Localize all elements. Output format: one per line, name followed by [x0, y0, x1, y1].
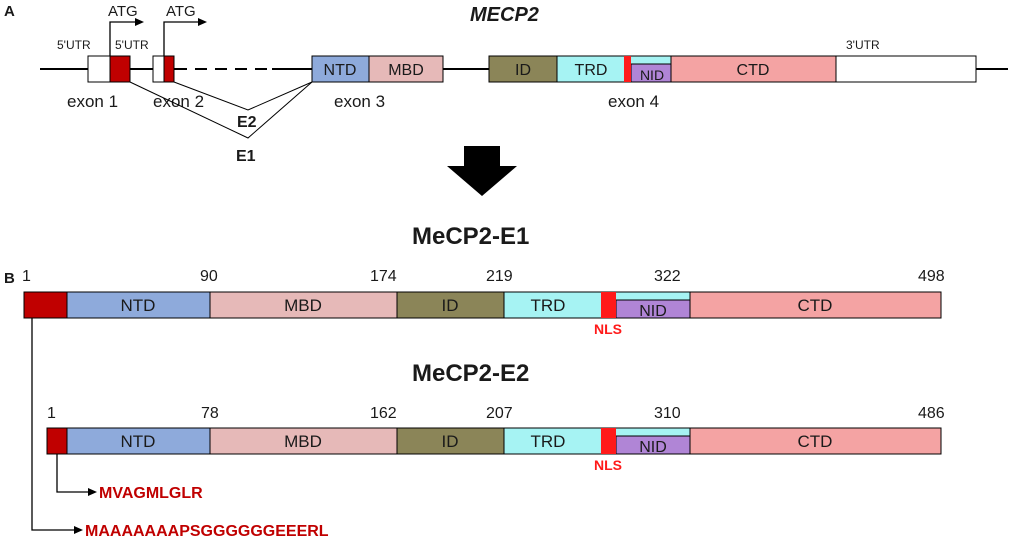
e2-sequence-connector	[56, 454, 88, 493]
e2-pos-207: 207	[486, 405, 513, 422]
e1-nterm-sequence: MAAAAAAAPSGGGGGGEEERL	[85, 523, 329, 540]
exon2-coding-box	[163, 55, 175, 83]
down-arrow-icon	[447, 146, 517, 196]
utr5-label-exon1: 5'UTR	[57, 38, 91, 52]
e1-pos-90: 90	[200, 268, 218, 285]
e1-trd-label: TRD	[531, 296, 566, 315]
e2-nterm-sequence: MVAGMLGLR	[99, 485, 203, 502]
atg-label-1: ATG	[108, 3, 138, 20]
splice-e2-line	[173, 81, 313, 111]
e2-id-label: ID	[442, 432, 459, 451]
e1-pos-174: 174	[370, 268, 397, 285]
e2-nls-label: NLS	[594, 457, 622, 473]
exon3-mbd-box	[368, 55, 444, 83]
e1-sequence-arrow-icon	[74, 526, 83, 534]
e2-ctd-label: CTD	[798, 432, 833, 451]
e1-ctd-box	[689, 291, 942, 319]
exon4-utr3-box	[835, 55, 977, 83]
panel-b-letter: B	[4, 270, 15, 287]
e1-id-label: ID	[442, 296, 459, 315]
exon4-trd-box	[556, 55, 628, 83]
e1-ntd-box	[66, 291, 211, 319]
e1-nid-label: NID	[639, 303, 667, 320]
e2-pos-310: 310	[654, 405, 681, 422]
e1-ntd-label: NTD	[121, 296, 156, 315]
atg1-arrow-icon	[135, 18, 144, 26]
e1-pos-498: 498	[918, 268, 945, 285]
exon4-nid-label: NID	[640, 67, 664, 83]
e2-sequence-arrow-icon	[88, 488, 97, 496]
e2-nid-label: NID	[639, 439, 667, 456]
atg2-arrow-icon	[198, 18, 207, 26]
gene-title: MECP2	[470, 4, 539, 26]
exon4-id-box	[488, 55, 558, 83]
exon3-label: exon 3	[334, 92, 385, 111]
exon1-utr-box	[87, 55, 111, 83]
e2-trd-label: TRD	[531, 432, 566, 451]
e2-pos-162: 162	[370, 405, 397, 422]
e2-pos-1: 1	[47, 405, 56, 422]
e2-pos-486: 486	[918, 405, 945, 422]
exon4-id-label: ID	[515, 62, 531, 79]
e1-mbd-label: MBD	[284, 296, 322, 315]
utr3-label: 3'UTR	[846, 38, 880, 52]
e2-nterm-box	[46, 427, 68, 455]
e2-mbd-box	[209, 427, 398, 455]
splice-e2-label: E2	[237, 114, 257, 131]
atg1-arrow-line	[109, 21, 135, 56]
exon3-mbd-label: MBD	[388, 62, 424, 79]
e1-sequence-connector	[31, 318, 74, 531]
e2-mbd-label: MBD	[284, 432, 322, 451]
isoform-e2-title: MeCP2-E2	[412, 360, 529, 387]
e1-pos-219: 219	[486, 268, 513, 285]
splice-e1-line	[129, 81, 313, 139]
e1-pos-322: 322	[654, 268, 681, 285]
panel-a-letter: A	[4, 3, 15, 20]
exon4-label: exon 4	[608, 92, 659, 111]
e2-pos-78: 78	[201, 405, 219, 422]
exon1-coding-box	[109, 55, 131, 83]
splice-e1-label: E1	[236, 148, 256, 165]
exon4-ctd-label: CTD	[737, 62, 770, 79]
e2-nls-box	[601, 428, 616, 454]
e1-ctd-label: CTD	[798, 296, 833, 315]
e1-nterm-box	[23, 291, 68, 319]
utr5-label-exon2: 5'UTR	[115, 38, 149, 52]
e2-ntd-box	[66, 427, 211, 455]
isoform-e1-title: MeCP2-E1	[412, 223, 529, 250]
e2-id-box	[396, 427, 505, 455]
exon2-label: exon 2	[153, 92, 204, 111]
e2-ntd-label: NTD	[121, 432, 156, 451]
e1-mbd-box	[209, 291, 398, 319]
exon2-utr-box	[152, 55, 165, 83]
e1-nls-box	[601, 292, 616, 318]
exon4-trd-label: TRD	[575, 62, 608, 79]
atg-label-2: ATG	[166, 3, 196, 20]
exon1-label: exon 1	[67, 92, 118, 111]
exon3-ntd-label: NTD	[324, 62, 357, 79]
e1-nls-label: NLS	[594, 321, 622, 337]
e1-pos-1: 1	[22, 268, 31, 285]
exon4-ctd-box	[670, 55, 837, 83]
atg2-arrow-line	[163, 21, 198, 56]
e2-ctd-box	[689, 427, 942, 455]
e1-id-box	[396, 291, 505, 319]
exon4-nls-box	[624, 56, 631, 82]
